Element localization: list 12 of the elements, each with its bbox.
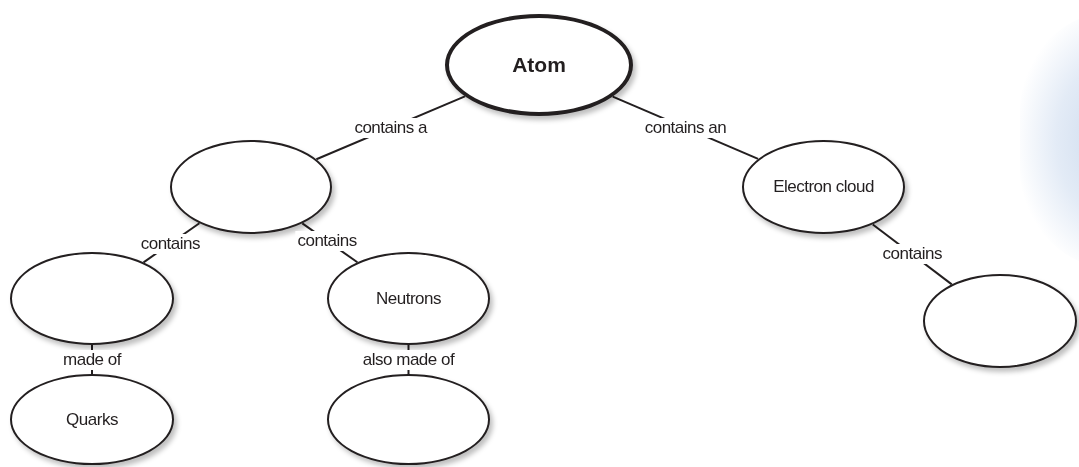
- empty-concept-ellipse: [923, 274, 1077, 368]
- edge-label: contains: [295, 230, 359, 251]
- concept-text: Atom: [512, 52, 566, 79]
- edge-label: contains: [880, 244, 944, 265]
- edge-label: also made of: [360, 349, 457, 370]
- edge-label: contains a: [352, 117, 429, 138]
- concept-text: Neutrons: [376, 287, 441, 310]
- edge-label: made of: [61, 349, 123, 370]
- concept-text: Electron cloud: [773, 176, 874, 199]
- edge-label: contains: [138, 233, 202, 254]
- concept-text: Quarks: [66, 408, 118, 431]
- edge-label: contains an: [642, 117, 729, 138]
